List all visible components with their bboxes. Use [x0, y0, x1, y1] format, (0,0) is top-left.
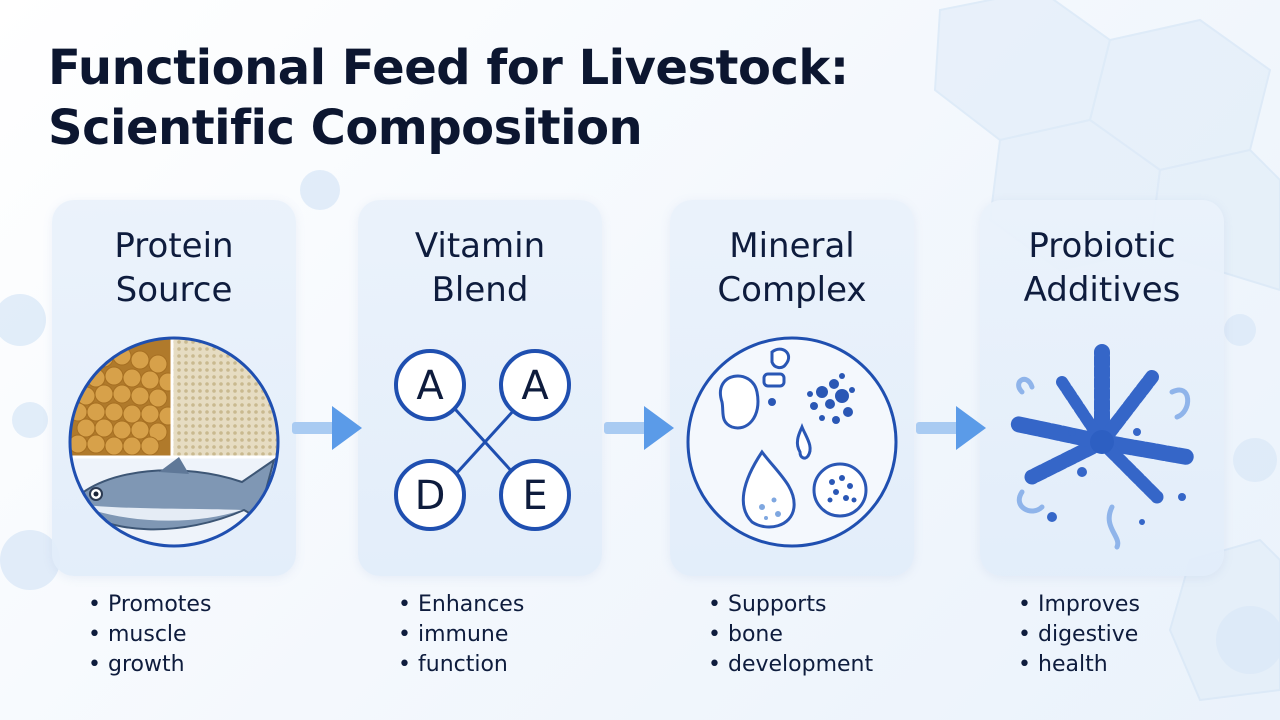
title-line-2: Scientific Composition	[48, 100, 643, 156]
arrow-right-icon	[916, 406, 986, 450]
vitamin-label: D	[415, 473, 446, 519]
bullet-item: bone	[706, 620, 873, 650]
card-title: Mineral Complex	[670, 224, 914, 312]
bullet-item: Improves	[1016, 590, 1140, 620]
title-line-1: Functional Feed for Livestock:	[48, 40, 849, 96]
card-title-line-1: Probiotic	[1028, 226, 1176, 266]
card-protein-source: Protein Source	[52, 200, 296, 576]
bullet-item: function	[396, 650, 524, 680]
bullet-item: development	[706, 650, 873, 680]
card-title-line-2: Blend	[431, 270, 529, 310]
bullet-item: health	[1016, 650, 1140, 680]
bullet-list-protein: Promotes muscle growth	[86, 590, 211, 680]
card-mineral-complex: Mineral Complex	[670, 200, 914, 576]
vitamin-label: A	[416, 363, 444, 409]
bullet-list-vitamin: Enhances immune function	[396, 590, 524, 680]
card-title: Protein Source	[52, 224, 296, 312]
bullet-item: Promotes	[86, 590, 211, 620]
card-title: Probiotic Additives	[980, 224, 1224, 312]
probiotic-additives-icon	[1009, 344, 1195, 550]
vitamin-label: E	[522, 473, 547, 519]
card-title-line-1: Vitamin	[414, 226, 546, 266]
protein-source-icon	[68, 336, 280, 548]
bullet-item: immune	[396, 620, 524, 650]
card-title-line-2: Complex	[717, 270, 867, 310]
card-title-line-1: Mineral	[729, 226, 855, 266]
page-title: Functional Feed for Livestock: Scientifi…	[48, 38, 849, 158]
bullet-item: muscle	[86, 620, 211, 650]
card-probiotic-additives: Probiotic Additives	[980, 200, 1224, 576]
bullet-item: Enhances	[396, 590, 524, 620]
vitamin-blend-icon: A A D E	[394, 349, 571, 531]
bullet-list-probiotic: Improves digestive health	[1016, 590, 1140, 680]
card-vitamin-blend: Vitamin Blend A A D E	[358, 200, 602, 576]
bullet-item: growth	[86, 650, 211, 680]
card-title: Vitamin Blend	[358, 224, 602, 312]
mineral-complex-icon	[686, 336, 898, 548]
bullet-item: Supports	[706, 590, 873, 620]
vitamin-label: A	[521, 363, 549, 409]
arrow-right-icon	[292, 406, 362, 450]
card-title-line-1: Protein	[114, 226, 234, 266]
card-title-line-2: Source	[115, 270, 233, 310]
arrow-right-icon	[604, 406, 674, 450]
bullet-item: digestive	[1016, 620, 1140, 650]
card-title-line-2: Additives	[1023, 270, 1181, 310]
bullet-list-mineral: Supports bone development	[706, 590, 873, 680]
